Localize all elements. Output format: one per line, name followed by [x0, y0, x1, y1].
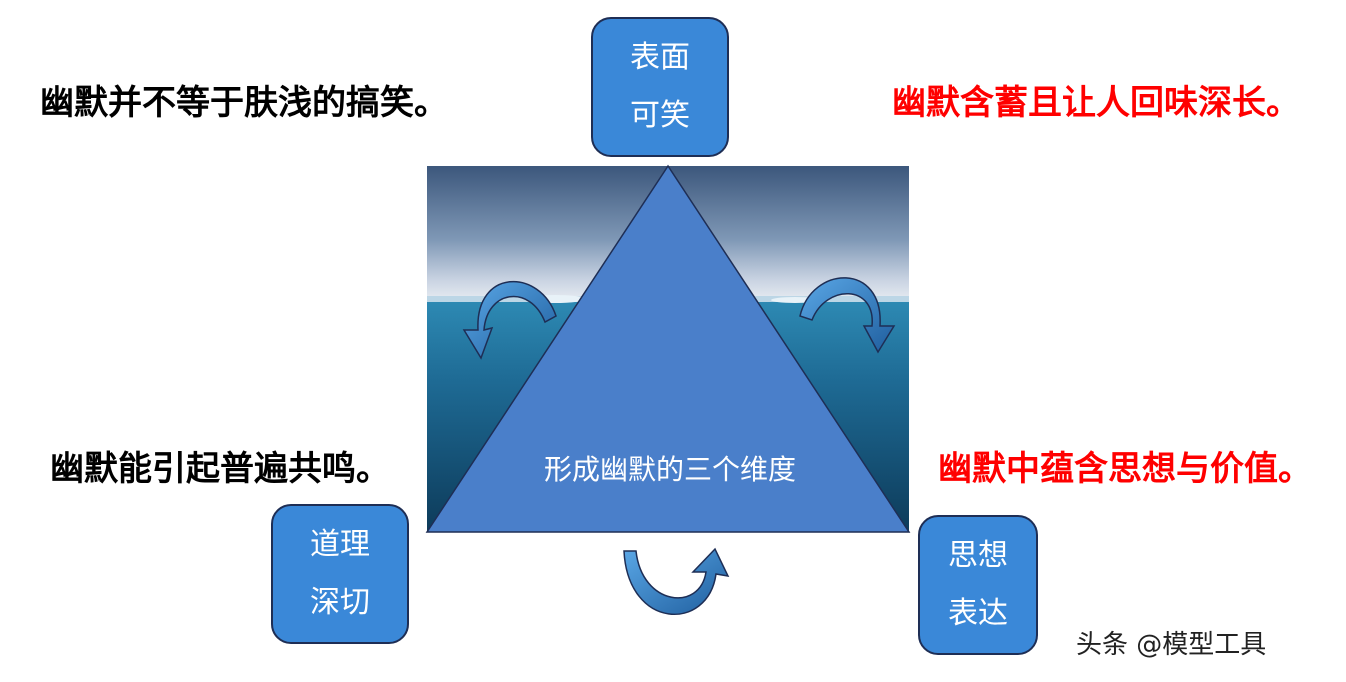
box-thought-expression: 思想 表达 [918, 515, 1038, 655]
box-surface-funny: 表面 可笑 [591, 17, 729, 157]
box-profound-reason: 道理 深切 [271, 504, 409, 644]
statement-bottom-right: 幽默中蕴含思想与价值。 [938, 449, 1312, 489]
main-triangle [425, 164, 911, 533]
box-bl-line2: 深切 [310, 585, 370, 620]
curved-arrow-left [462, 281, 557, 360]
box-br-line2: 表达 [948, 596, 1008, 631]
box-bl-line1: 道理 [310, 527, 370, 562]
watermark: 头条 @模型工具 [1076, 630, 1267, 660]
triangle-label: 形成幽默的三个维度 [543, 453, 796, 486]
statement-bottom-left: 幽默能引起普遍共鸣。 [50, 449, 390, 489]
curved-arrow-bottom [623, 547, 730, 616]
curved-arrow-right [799, 277, 896, 354]
statement-top-left: 幽默并不等于肤浅的搞笑。 [40, 83, 448, 123]
box-br-line1: 思想 [948, 538, 1008, 573]
statement-top-right: 幽默含蓄且让人回味深长。 [892, 83, 1300, 123]
box-top-line2: 可笑 [630, 98, 690, 133]
box-top-line1: 表面 [630, 40, 690, 75]
